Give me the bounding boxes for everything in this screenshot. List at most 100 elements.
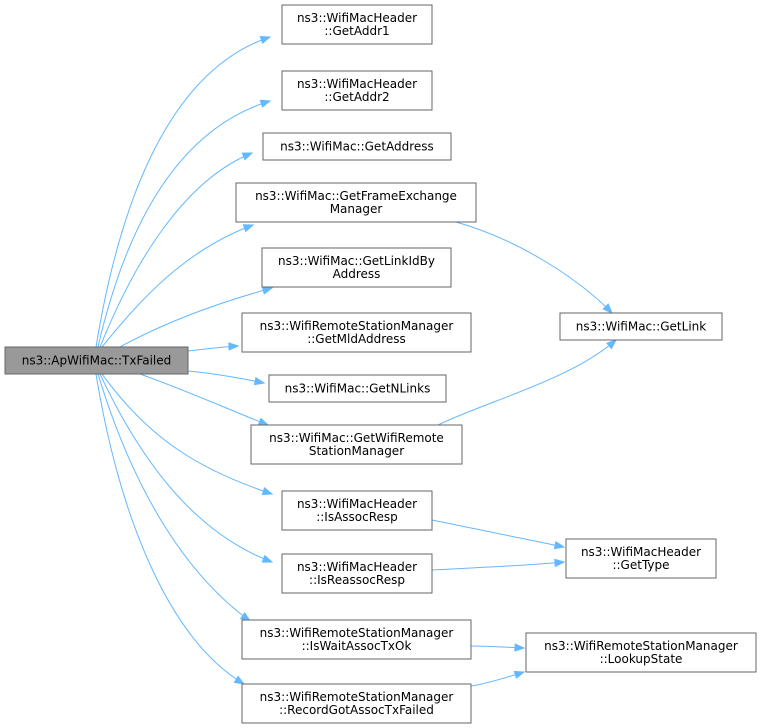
node-get-wifi-remote-station-manager[interactable]: ns3::WifiMac::GetWifiRemoteStationManage…: [250, 424, 463, 465]
node-get-addr1[interactable]: ns3::WifiMacHeader::GetAddr1: [281, 4, 433, 45]
edge-line: [437, 339, 617, 426]
node-label-line: ::GetAddr1: [324, 24, 389, 38]
arrowhead-icon: [261, 286, 274, 295]
node-root[interactable]: ns3::ApWifiMac::TxFailed: [4, 346, 189, 375]
node-label-line: ns3::WifiRemoteStationManager: [544, 639, 738, 653]
edge-root-to-get-link-id-by-address: [119, 286, 274, 348]
edge-get-wifi-remote-station-manager-to-get-link: [437, 339, 618, 426]
arrowhead-icon: [259, 99, 272, 108]
node-get-address[interactable]: ns3::WifiMac::GetAddress: [262, 132, 452, 161]
node-label-line: ns3::WifiRemoteStationManager: [260, 319, 454, 333]
node-label-line: ns3::WifiMacHeader: [581, 545, 701, 559]
edge-line: [95, 36, 271, 348]
node-box: [268, 374, 447, 403]
arrowhead-icon: [253, 376, 266, 386]
node-get-link[interactable]: ns3::WifiMac::GetLink: [559, 312, 723, 341]
node-box: [241, 683, 472, 724]
edge-root-to-get-wifi-remote-station-manager: [139, 373, 270, 426]
edge-line: [97, 373, 251, 622]
node-box: [241, 619, 472, 660]
edge-root-to-is-assoc-resp: [101, 373, 274, 496]
node-label-line: ns3::WifiMacHeader: [297, 11, 417, 25]
arrowhead-icon: [242, 224, 255, 233]
edge-root-to-get-n-links: [187, 370, 266, 386]
edge-line: [99, 373, 273, 563]
node-box: [235, 182, 477, 223]
edge-root-to-get-addr1: [95, 35, 272, 348]
edge-root-to-is-reassoc-resp: [99, 373, 274, 563]
node-label-line: ns3::ApWifiMac::TxFailed: [22, 354, 172, 368]
arrowhead-icon: [514, 643, 526, 652]
node-get-addr2[interactable]: ns3::WifiMacHeader::GetAddr2: [281, 70, 433, 111]
arrowhead-icon: [513, 670, 526, 679]
edge-line: [97, 100, 271, 348]
edge-root-to-get-address: [99, 152, 254, 348]
node-label-line: ns3::WifiRemoteStationManager: [260, 626, 454, 640]
node-label-line: ns3::WifiMac::GetLinkIdBy: [278, 254, 435, 268]
edge-line: [99, 152, 253, 348]
node-get-type[interactable]: ns3::WifiMacHeader::GetType: [565, 538, 717, 579]
node-is-assoc-resp[interactable]: ns3::WifiMacHeader::IsAssocResp: [281, 490, 433, 531]
node-box: [281, 490, 433, 531]
edge-root-to-get-addr2: [97, 99, 272, 348]
node-box: [261, 247, 452, 288]
edge-record-got-assoc-tx-failed-to-lookup-state: [470, 670, 526, 687]
node-label-line: ns3::WifiMacHeader: [297, 77, 417, 91]
edge-root-to-is-wait-assoc-tx-ok: [97, 373, 252, 622]
edge-line: [119, 287, 273, 348]
node-label-line: Manager: [330, 202, 383, 216]
edge-is-assoc-resp-to-get-type: [431, 519, 566, 550]
edge-root-to-get-frame-exchange-manager: [101, 224, 255, 348]
edge-line: [139, 373, 269, 426]
edge-is-wait-assoc-tx-ok-to-lookup-state: [470, 643, 526, 652]
node-box: [281, 4, 433, 45]
node-box: [262, 132, 452, 161]
edge-line: [431, 519, 565, 548]
node-lookup-state[interactable]: ns3::WifiRemoteStationManager::LookupSta…: [525, 632, 757, 673]
node-record-got-assoc-tx-failed[interactable]: ns3::WifiRemoteStationManager::RecordGot…: [241, 683, 472, 724]
node-label-line: ns3::WifiMac::GetWifiRemote: [269, 431, 444, 445]
node-label-line: ns3::WifiMac::GetFrameExchange: [255, 189, 457, 203]
edges-layer: [95, 35, 618, 687]
node-box: [559, 312, 723, 341]
node-label-line: ::GetMldAddress: [307, 332, 406, 346]
edge-line: [95, 373, 245, 685]
node-get-n-links[interactable]: ns3::WifiMac::GetNLinks: [268, 374, 447, 403]
node-label-line: ns3::WifiMacHeader: [297, 497, 417, 511]
node-get-mld-address[interactable]: ns3::WifiRemoteStationManager::GetMldAdd…: [241, 312, 472, 353]
arrowhead-icon: [606, 339, 618, 350]
node-label-line: ns3::WifiRemoteStationManager: [260, 690, 454, 704]
node-label-line: ::RecordGotAssocTxFailed: [279, 703, 434, 717]
node-label-line: ::GetType: [612, 558, 669, 572]
edge-root-to-record-got-assoc-tx-failed: [95, 373, 246, 685]
arrowhead-icon: [259, 35, 272, 44]
edge-line: [455, 221, 613, 314]
nodes-layer: ns3::ApWifiMac::TxFailedns3::WifiMacHead…: [4, 4, 757, 724]
edge-root-to-get-mld-address: [187, 342, 240, 352]
edge-get-frame-exchange-manager-to-get-link: [455, 221, 613, 314]
node-box: [281, 553, 433, 594]
node-box: [241, 312, 472, 353]
arrowhead-icon: [261, 554, 274, 563]
node-is-reassoc-resp[interactable]: ns3::WifiMacHeader::IsReassocResp: [281, 553, 433, 594]
node-box: [281, 70, 433, 111]
node-label-line: StationManager: [309, 444, 404, 458]
edge-is-reassoc-resp-to-get-type: [431, 558, 566, 571]
edge-line: [431, 561, 565, 571]
node-label-line: ns3::WifiMacHeader: [297, 560, 417, 574]
node-is-wait-assoc-tx-ok[interactable]: ns3::WifiRemoteStationManager::IsWaitAss…: [241, 619, 472, 660]
node-label-line: ::IsAssocResp: [316, 510, 398, 524]
node-box: [4, 346, 189, 375]
arrowhead-icon: [602, 303, 613, 314]
node-label-line: ns3::WifiMac::GetAddress: [280, 140, 434, 154]
node-box: [565, 538, 717, 579]
node-box: [525, 632, 757, 673]
arrowhead-icon: [553, 540, 566, 550]
arrowhead-icon: [241, 152, 254, 161]
arrowhead-icon: [257, 417, 270, 426]
node-label-line: ns3::WifiMac::GetLink: [576, 320, 706, 334]
node-label-line: ::LookupState: [600, 652, 683, 666]
